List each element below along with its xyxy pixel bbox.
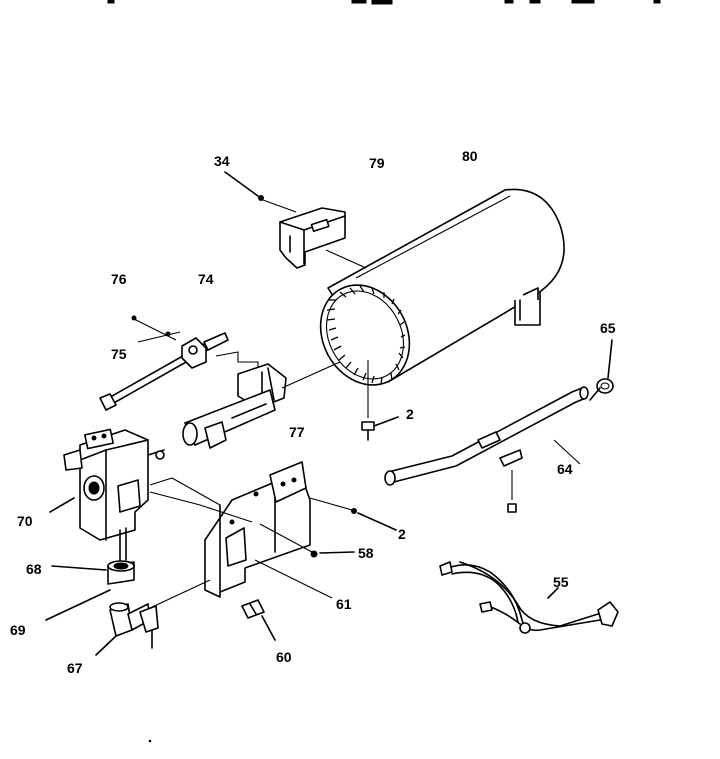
gas-valve-part-70 bbox=[49, 428, 221, 561]
screw-part-34 bbox=[224, 171, 297, 213]
stray-dot bbox=[148, 739, 152, 743]
cylinder-rim-hatching bbox=[326, 285, 406, 385]
callout-74: 74 bbox=[198, 271, 214, 287]
callout-79: 79 bbox=[369, 155, 385, 171]
callout-76: 76 bbox=[111, 271, 127, 287]
callout-61: 61 bbox=[336, 596, 352, 612]
callout-67: 67 bbox=[67, 660, 83, 676]
screw-part-2-lower bbox=[309, 497, 397, 531]
fitting-part-68 bbox=[51, 560, 135, 585]
cropped-header-fragments bbox=[107, 0, 661, 5]
elbow-part-67 bbox=[45, 579, 211, 656]
callout-69: 69 bbox=[10, 622, 26, 638]
combustion-chamber-part bbox=[319, 188, 565, 386]
manifold-pipe-part-64 bbox=[384, 386, 601, 513]
burner-tube-part-77 bbox=[182, 361, 341, 449]
callout-58: 58 bbox=[358, 545, 374, 561]
callout-labels: 34 79 80 76 74 75 65 2 77 64 70 2 58 68 … bbox=[10, 148, 616, 676]
callout-75: 75 bbox=[111, 346, 127, 362]
callout-60: 60 bbox=[276, 649, 292, 665]
igniter-electrode-part bbox=[99, 315, 259, 411]
bracket-part-79 bbox=[279, 207, 367, 269]
callout-80: 80 bbox=[462, 148, 478, 164]
callout-2-lower: 2 bbox=[398, 526, 406, 542]
callout-64: 64 bbox=[557, 461, 573, 477]
callout-65: 65 bbox=[600, 320, 616, 336]
callout-34: 34 bbox=[214, 153, 230, 169]
screw-part-2-upper bbox=[361, 360, 399, 441]
cap-part-65 bbox=[596, 339, 614, 394]
callout-2-upper: 2 bbox=[406, 406, 414, 422]
callout-77: 77 bbox=[289, 424, 305, 440]
clip-part-60 bbox=[241, 599, 276, 641]
mounting-bracket-part-61 bbox=[149, 461, 333, 599]
wire-harness-part-55 bbox=[439, 561, 619, 634]
callout-55: 55 bbox=[553, 574, 569, 590]
callout-70: 70 bbox=[17, 513, 33, 529]
callout-68: 68 bbox=[26, 561, 42, 577]
screw-part-58 bbox=[259, 523, 355, 558]
